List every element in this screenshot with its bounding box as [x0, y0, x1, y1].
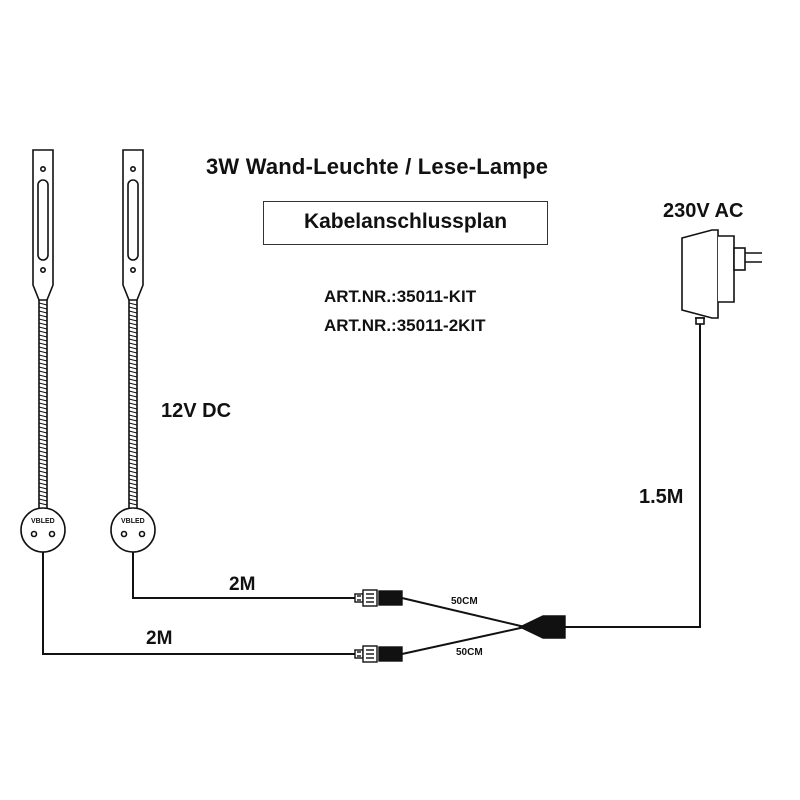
lamp-2-base — [110, 507, 156, 553]
adapter-cable — [565, 322, 701, 628]
power-adapter — [681, 229, 762, 325]
lamp-1-gooseneck — [38, 300, 48, 508]
article-number-2: ART.NR.:35011-2KIT — [324, 316, 486, 335]
lamp-1-cable — [42, 552, 355, 655]
split-cable-1-length-label: 50CM — [451, 596, 478, 607]
page-title: 3W Wand-Leuchte / Lese-Lampe — [206, 154, 549, 179]
lamp-1-head — [32, 149, 54, 301]
lamp-2-brand-label: VBLED — [121, 518, 145, 525]
adapter-cable-length-label: 1.5M — [639, 486, 684, 508]
voltage-ac-label: 230V AC — [663, 200, 744, 222]
lamp-2-cable — [132, 552, 355, 599]
connector-1 — [354, 589, 403, 607]
split-cable-2 — [401, 626, 526, 655]
split-cable-1 — [401, 597, 526, 628]
voltage-dc-label: 12V DC — [161, 400, 232, 422]
subtitle-box: Kabelanschlussplan — [263, 201, 548, 245]
article-number-1: ART.NR.:35011-KIT — [324, 287, 477, 306]
y-splitter — [518, 615, 566, 639]
subtitle: Kabelanschlussplan — [303, 210, 508, 233]
lamp-2-head — [122, 149, 144, 301]
lamp-2-cable-length-label: 2M — [229, 574, 256, 595]
lamp-2-gooseneck — [128, 300, 138, 508]
lamp-1-cable-length-label: 2M — [146, 628, 173, 649]
connector-2 — [354, 645, 403, 663]
split-cable-2-length-label: 50CM — [456, 647, 483, 658]
lamp-1-base — [20, 507, 66, 553]
lamp-1-brand-label: VBLED — [31, 518, 55, 525]
